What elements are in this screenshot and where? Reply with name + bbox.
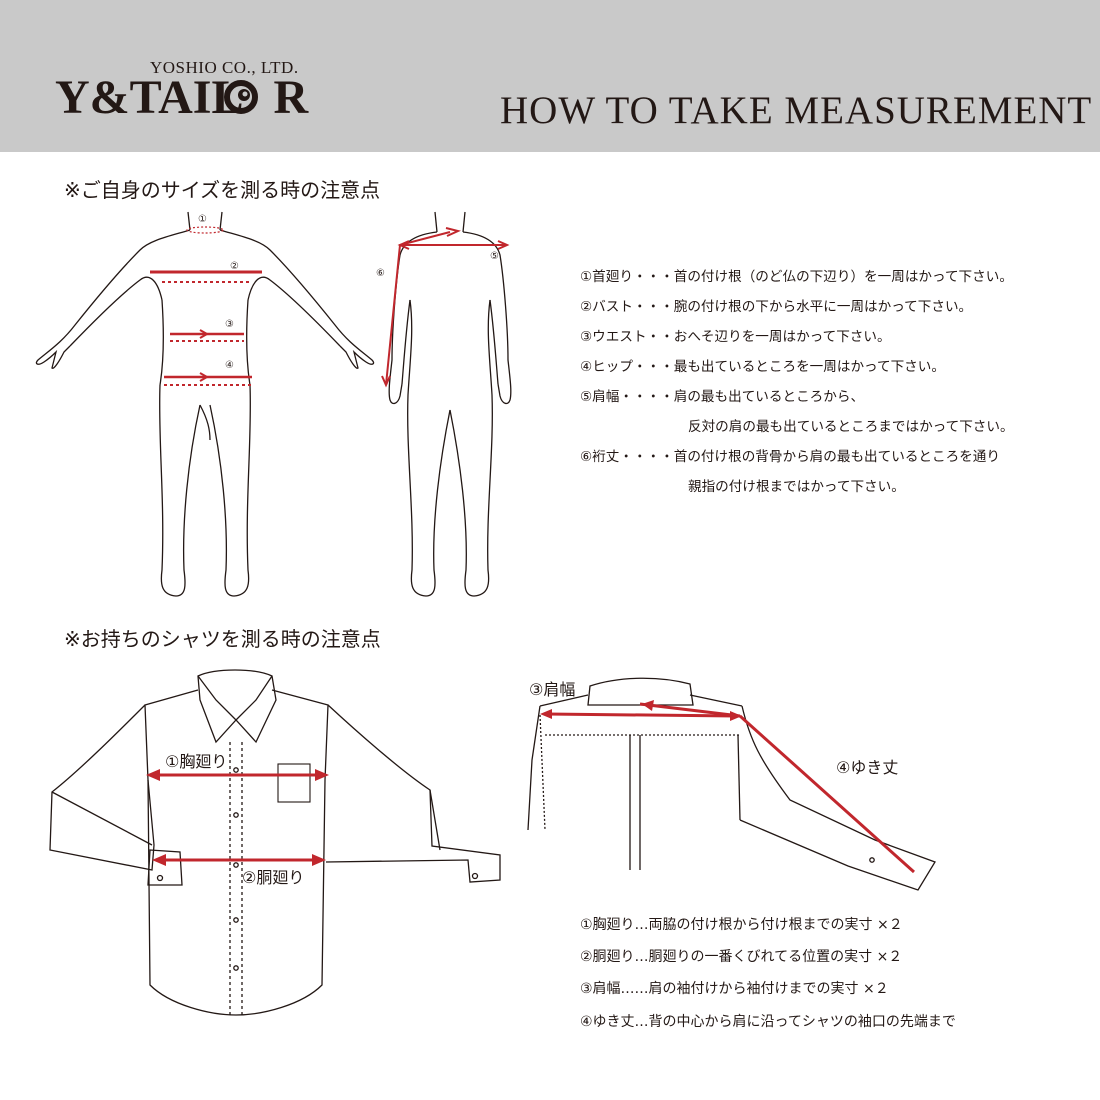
page-title: HOW TO TAKE MEASUREMENT xyxy=(500,89,1093,132)
back-mark-5: ⑤ xyxy=(490,251,499,262)
front-mark-1: ① xyxy=(198,214,207,225)
callout-shoulder: ③肩幅 xyxy=(529,680,576,699)
brand-logo-text: Y&TAIL xyxy=(55,71,244,124)
front-shirt xyxy=(49,669,501,1016)
back-shirt-measure-lines xyxy=(540,700,916,874)
shirt-note-3: ③肩幅……肩の袖付けから袖付けまでの実寸 ×２ xyxy=(580,981,889,997)
front-mark-4: ④ xyxy=(225,360,234,371)
back-measure-lines xyxy=(381,227,510,388)
callout-chest: ①胸廻り xyxy=(165,752,228,771)
body-note-1: ①首廻り・・・首の付け根（のど仏の下辺り）を一周はかって下さい。 xyxy=(580,269,1013,285)
front-figure xyxy=(35,211,375,597)
shirt-section-heading: ※お持ちのシャツを測る時の注意点 xyxy=(64,627,381,651)
body-note-3: ③ウエスト・・おへそ辺りを一周はかって下さい。 xyxy=(580,329,891,345)
front-shirt-measure-lines xyxy=(146,769,329,866)
body-section-heading: ※ご自身のサイズを測る時の注意点 xyxy=(64,178,381,202)
shirt-note-2: ②胴廻り…胴廻りの一番くびれてる位置の実寸 ×２ xyxy=(580,949,903,965)
brand-logo-end: R xyxy=(273,71,309,124)
front-measure-lines xyxy=(150,226,262,386)
back-shirt xyxy=(527,677,936,891)
shirt-note-1: ①胸廻り…両脇の付け根から付け根までの実寸 ×２ xyxy=(580,917,903,933)
front-mark-2: ② xyxy=(230,261,239,272)
body-note-2: ②バスト・・・腕の付け根の下から水平に一周はかって下さい。 xyxy=(580,299,973,315)
back-mark-6: ⑥ xyxy=(376,268,385,279)
body-note-6-cont: 親指の付け根まではかって下さい。 xyxy=(688,479,905,495)
body-note-5-cont: 反対の肩の最も出ているところまではかって下さい。 xyxy=(688,419,1014,435)
body-note-6: ⑥裄丈・・・・首の付け根の背骨から肩の最も出ているところを通り xyxy=(580,449,1000,465)
brand-emblem-icon xyxy=(224,80,258,114)
body-note-4: ④ヒップ・・・最も出ているところを一周はかって下さい。 xyxy=(580,359,945,375)
front-mark-3: ③ xyxy=(225,319,234,330)
callout-sleeve: ④ゆき丈 xyxy=(836,758,899,777)
callout-waist: ②胴廻り xyxy=(242,868,305,887)
shirt-note-4: ④ゆき丈…背の中心から肩に沿ってシャツの袖口の先端まで xyxy=(580,1014,956,1030)
header-band: YOSHIO CO., LTD. Y&TAIL R HOW TO TAKE MEA… xyxy=(0,0,1100,152)
body-note-5: ⑤肩幅・・・・肩の最も出ているところから、 xyxy=(580,389,865,405)
brand-logo: Y&TAIL R xyxy=(55,70,308,125)
company-name: YOSHIO CO., LTD. xyxy=(150,58,299,77)
